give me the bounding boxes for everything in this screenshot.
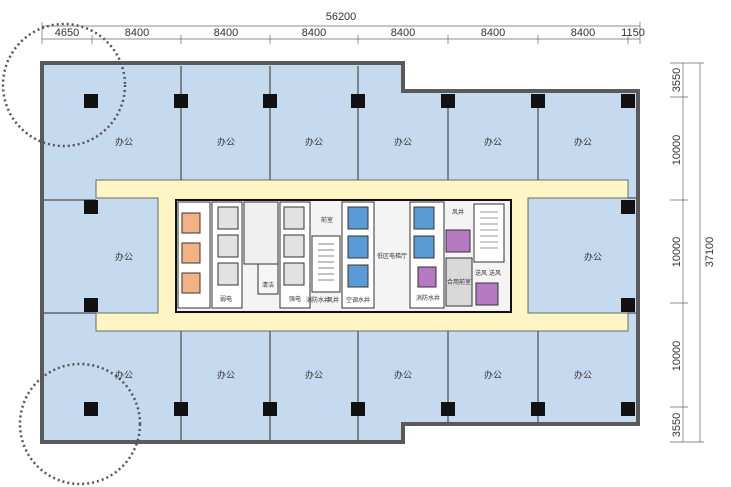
elevator-hall-label: 低区电梯厅 bbox=[377, 252, 407, 260]
office-label: 办公 bbox=[484, 369, 502, 381]
office-partitions bbox=[44, 66, 636, 440]
office-label: 办公 bbox=[574, 369, 592, 381]
office-labels: 办公 办公 办公 办公 办公 办公 办公 办公 办公 办公 办公 办公 办公 办… bbox=[115, 136, 602, 381]
overall-depth-label: 37100 bbox=[704, 237, 716, 268]
dim-right-2: 10000 bbox=[671, 135, 683, 166]
dim-top-5: 8400 bbox=[391, 27, 415, 39]
top-dimensions bbox=[41, 22, 641, 44]
office-label: 办公 bbox=[305, 136, 323, 148]
structural-columns bbox=[84, 94, 635, 416]
ac-water-shaft-label: 空调水井 bbox=[346, 296, 370, 304]
office-label: 办公 bbox=[574, 136, 592, 148]
dim-top-6: 8400 bbox=[481, 27, 505, 39]
dim-right-3: 10000 bbox=[671, 237, 683, 268]
wind-shaft-label: 风井 bbox=[327, 296, 339, 304]
overall-width-label: 56200 bbox=[326, 11, 357, 23]
office-label: 办公 bbox=[115, 369, 133, 381]
office-label: 办公 bbox=[115, 251, 133, 263]
dim-right-4: 10000 bbox=[671, 341, 683, 372]
core-interior bbox=[177, 201, 505, 309]
right-dimension-labels: 3550 10000 10000 10000 3550 37100 bbox=[671, 68, 716, 437]
office-label: 办公 bbox=[305, 369, 323, 381]
cleaning-label: 清洁 bbox=[262, 281, 274, 289]
front-room-label: 前室 bbox=[321, 216, 333, 224]
highlight-circle-top bbox=[1, 22, 127, 148]
right-dimensions bbox=[670, 62, 704, 443]
shared-front-room-label: 合用前室 bbox=[447, 278, 471, 286]
dim-top-7: 8400 bbox=[571, 27, 595, 39]
office-label: 办公 bbox=[115, 136, 133, 148]
top-dimension-labels: 4650 8400 8400 8400 8400 8400 8400 1150 bbox=[55, 27, 645, 39]
dim-right-1: 3550 bbox=[671, 68, 683, 92]
office-label: 办公 bbox=[584, 251, 602, 263]
dim-right-5: 3550 bbox=[671, 413, 683, 437]
dim-top-1: 4650 bbox=[55, 27, 79, 39]
strong-current-label: 强电 bbox=[289, 295, 301, 303]
wind-shaft-label-right: 风井 bbox=[452, 208, 464, 216]
weak-current-label: 弱电 bbox=[220, 295, 232, 303]
office-label: 办公 bbox=[394, 136, 412, 148]
air-supply-label: 送风 bbox=[475, 269, 487, 277]
core-labels: 前室 低区电梯厅 弱电 强电 清洁 消防水井 风井 空调水井 风井 合用前室 消… bbox=[220, 208, 501, 304]
office-label: 办公 bbox=[217, 136, 235, 148]
office-label: 办公 bbox=[217, 369, 235, 381]
stair-lines bbox=[318, 211, 498, 281]
highlight-circle-bottom bbox=[18, 362, 142, 486]
dim-top-3: 8400 bbox=[214, 27, 238, 39]
air-supply-label-2: 送风 bbox=[489, 269, 501, 277]
fire-water-shaft-label: 消防水井 bbox=[416, 294, 440, 302]
office-label: 办公 bbox=[484, 136, 502, 148]
dim-top-4: 8400 bbox=[302, 27, 326, 39]
dim-top-8: 1150 bbox=[621, 27, 645, 39]
dim-top-2: 8400 bbox=[125, 27, 149, 39]
office-label: 办公 bbox=[394, 369, 412, 381]
fire-pipe-label: 消防水井 bbox=[306, 296, 330, 304]
